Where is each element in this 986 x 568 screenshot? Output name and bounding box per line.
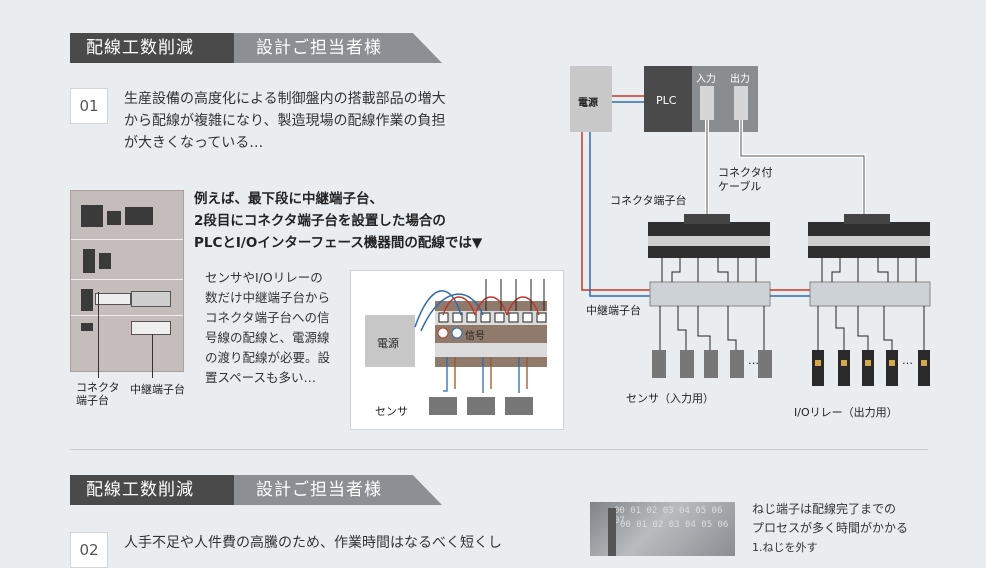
diagram-output-label: 出力 xyxy=(730,74,750,85)
screw-terminal-photo: 00 01 02 03 04 05 06 07 00 01 02 03 04 0… xyxy=(590,502,735,556)
section2-side-text: ねじ端子は配線完了までの プロセスが多く時間がかかる 1.ねじを外す xyxy=(752,502,909,554)
section1-header: 配線工数削減 設計ご担当者様 xyxy=(70,33,442,63)
wiring-explanation: センサやI/Oリレーの 数だけ中継端子台から コネクタ端子台への信 号線の配線と… xyxy=(205,270,331,385)
section1-number: 01 xyxy=(70,88,108,124)
cabinet-component xyxy=(107,211,121,225)
section2-tag-primary: 配線工数削減 xyxy=(70,475,234,505)
cabinet-label-relay: 中継端子台 xyxy=(130,383,185,396)
inset-power-label: 電源 xyxy=(377,337,399,350)
diagram-sensor-label: センサ（入力用） xyxy=(626,392,714,405)
inset-sensor-label: センサ xyxy=(375,405,408,418)
cabinet-component xyxy=(99,253,111,269)
wiring-detail-drawing xyxy=(365,279,547,415)
control-cabinet-illustration xyxy=(70,190,184,372)
section1-tag-primary: 配線工数削減 xyxy=(70,33,234,63)
connector-terminal-block xyxy=(131,291,171,307)
cabinet-component xyxy=(81,205,103,227)
section2-header: 配線工数削減 設計ご担当者様 xyxy=(70,475,442,505)
diagram-plc-label: PLC xyxy=(656,94,677,107)
cabinet-component xyxy=(81,323,93,331)
section1-intro-line: 生産設備の高度化による制御盤内の搭載部品の増大 xyxy=(124,91,446,107)
section1-tag-secondary: 設計ご担当者様 xyxy=(234,33,442,63)
diagram-ellipsis: … xyxy=(902,354,913,367)
section-divider xyxy=(70,449,928,450)
diagram-connector-terminal-label: コネクタ端子台 xyxy=(610,194,687,207)
section1-intro: 生産設備の高度化による制御盤内の搭載部品の増大 から配線が複雑になり、製造現場の… xyxy=(124,88,484,154)
wiring-detail-inset: 電源 信号 センサ xyxy=(350,270,564,430)
diagram-relay-label: I/Oリレー（出力用） xyxy=(794,406,898,419)
section2-intro: 人手不足や人件費の高騰のため、作業時間はなるべく短くし xyxy=(124,535,502,551)
diagram-ellipsis: … xyxy=(748,354,759,367)
section2-number: 02 xyxy=(70,532,108,568)
section2-tag-secondary: 設計ご担当者様 xyxy=(234,475,442,505)
relay-terminal-block xyxy=(131,321,171,335)
inset-signal-label: 信号 xyxy=(465,331,485,342)
section1-intro-line: が大きくなっている… xyxy=(124,135,264,151)
cabinet-label-connector: コネクタ 端子台 xyxy=(76,381,120,407)
cabinet-component xyxy=(83,249,95,273)
cabinet-component xyxy=(125,207,153,225)
diagram-power-label: 電源 xyxy=(578,98,598,109)
diagram-relay-terminal-label: 中継端子台 xyxy=(586,304,641,317)
section1-intro-line: から配線が複雑になり、製造現場の配線作業の負担 xyxy=(124,113,446,129)
diagram-input-label: 入力 xyxy=(696,74,716,85)
wiring-system-diagram: 電源 PLC 入力 出力 コネクタ付 ケーブル コネクタ端子台 中継端子台 … … xyxy=(568,60,938,430)
cabinet-rail xyxy=(95,293,131,305)
cabinet-component xyxy=(81,289,93,311)
diagram-cable-label: コネクタ付 ケーブル xyxy=(718,166,773,193)
system-diagram-drawing xyxy=(570,66,931,386)
example-heading: 例えば、最下段に中継端子台、 2段目にコネクタ端子台を設置した場合の PLCとI… xyxy=(194,191,483,251)
